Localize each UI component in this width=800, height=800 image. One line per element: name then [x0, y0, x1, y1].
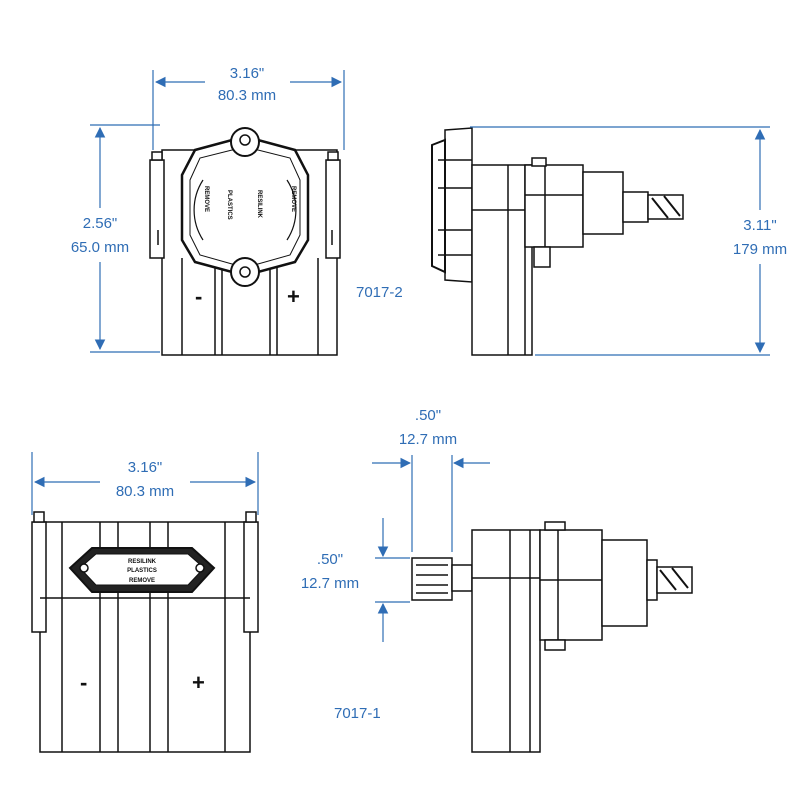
- top-model-number: 7017-2: [356, 284, 403, 301]
- bottom-front-view: [31, 511, 259, 753]
- shaft-width-mm: 12.7 mm: [399, 431, 457, 448]
- bottom-width-mm: 80.3 mm: [116, 483, 174, 500]
- top-side-in: 3.11": [743, 217, 776, 234]
- top-positive-sign: +: [287, 284, 300, 309]
- top-height-in: 2.56": [83, 215, 118, 232]
- shaft-height-mm: 12.7 mm: [301, 575, 359, 592]
- bottom-width-in: 3.16": [128, 459, 163, 476]
- top-height-mm: 65.0 mm: [71, 239, 129, 256]
- top-front-right-flange: [325, 159, 341, 259]
- top-front-view: [149, 127, 341, 356]
- bottom-shaft-height-dimension: [375, 518, 410, 642]
- bottom-side-shaft-housing: [601, 539, 648, 627]
- top-cap-label: RESILINK PLASTICS REMOVE REMOVE: [203, 186, 296, 220]
- top-side-cap: [444, 127, 473, 283]
- shaft-height-in: .50": [317, 551, 343, 568]
- top-side-view: [431, 127, 684, 356]
- plate-remove-text: REMOVE: [129, 578, 155, 584]
- top-side-gearbox: [524, 164, 584, 248]
- cap-remove-text-left: REMOVE: [203, 186, 209, 212]
- cap-brand-text: RESILINK: [256, 190, 262, 219]
- bottom-side-gearbox: [539, 529, 603, 641]
- bottom-shaft-width-dimension: [372, 455, 490, 552]
- plate-brand-text: RESILINK: [128, 559, 157, 565]
- cap-remove-text-right: REMOVE: [290, 186, 296, 212]
- bottom-negative-sign: -: [80, 670, 87, 695]
- bottom-side-housing: [471, 529, 541, 753]
- plate-brand2-text: PLASTICS: [127, 568, 157, 574]
- top-negative-sign: -: [195, 284, 202, 309]
- top-side-mm: 179 mm: [733, 241, 787, 258]
- shaft-width-in: .50": [415, 407, 441, 424]
- bottom-side-bolt: [544, 639, 566, 651]
- top-side-housing: [471, 164, 533, 356]
- top-width-in: 3.16": [230, 65, 265, 82]
- top-side-shaft-housing: [582, 171, 624, 235]
- top-front-left-flange: [149, 159, 165, 259]
- top-width-mm: 80.3 mm: [218, 87, 276, 104]
- cap-brand2-text: PLASTICS: [226, 190, 232, 220]
- bottom-model-number: 7017-1: [334, 705, 381, 722]
- top-side-bolt: [533, 246, 551, 268]
- bottom-positive-sign: +: [192, 670, 205, 695]
- bottom-side-view: [411, 521, 693, 753]
